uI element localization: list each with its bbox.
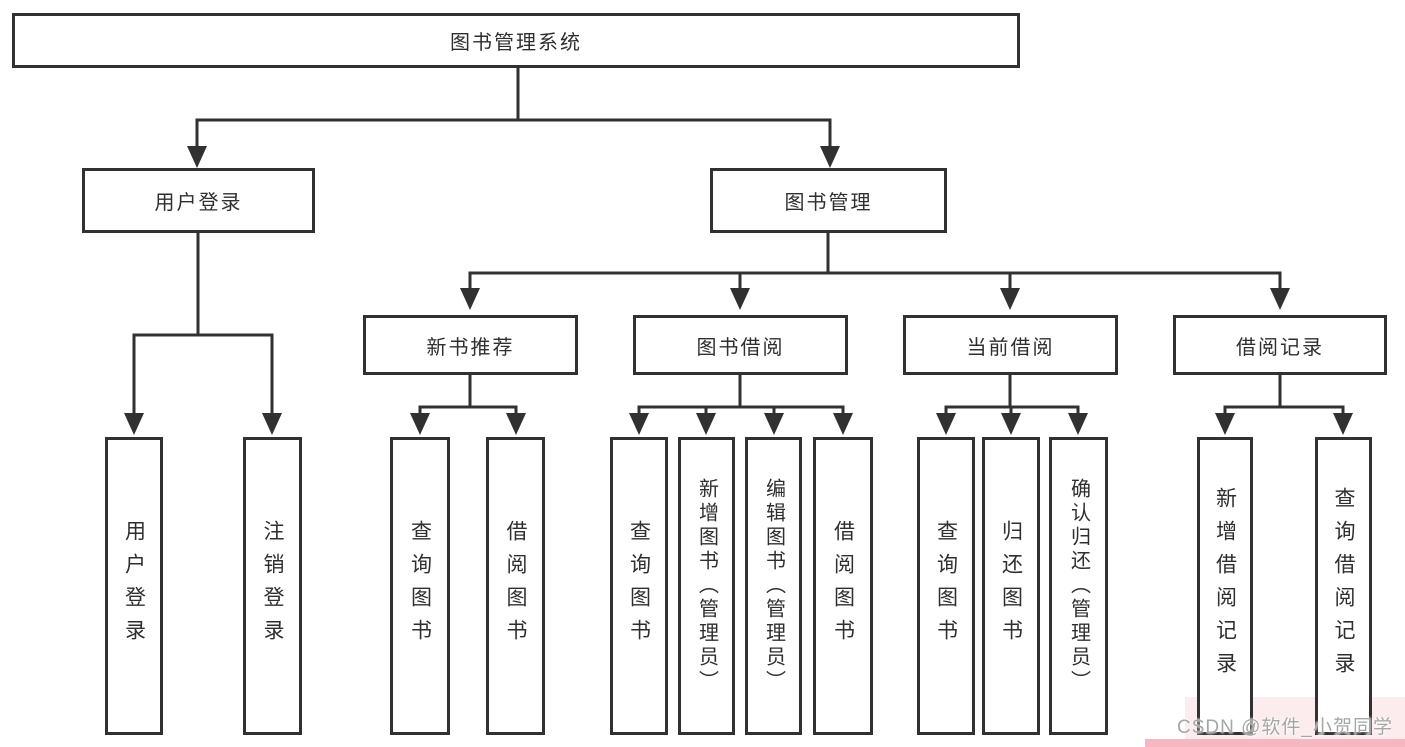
leaf-query-books-3: 查询图书 xyxy=(917,437,975,735)
leaf-query-books-1-label: 查询图书 xyxy=(408,520,432,652)
leaf-borrow-books-2-label: 借阅图书 xyxy=(831,520,855,652)
leaf-add-borrow-record: 新增借阅记录 xyxy=(1197,437,1253,735)
leaf-query-borrow-record-label: 查询借阅记录 xyxy=(1332,487,1355,685)
leaf-logout-label: 注销登录 xyxy=(261,520,284,652)
leaf-confirm-return-admin-label: 确认归还（管理员） xyxy=(1067,478,1090,694)
leaf-query-books-2: 查询图书 xyxy=(610,437,668,735)
leaf-edit-book-admin: 编辑图书（管理员） xyxy=(745,437,802,735)
leaf-logout: 注销登录 xyxy=(243,437,302,735)
watermark: CSDN @软件_小贺同学 xyxy=(1177,717,1393,738)
leaf-add-book-admin-label: 新增图书（管理员） xyxy=(695,478,718,694)
leaf-user-login: 用户登录 xyxy=(105,437,163,735)
node-new-book-recommend: 新书推荐 xyxy=(363,315,578,375)
leaf-add-book-admin: 新增图书（管理员） xyxy=(678,437,735,735)
arrowheads xyxy=(124,146,1353,435)
leaf-query-books-3-label: 查询图书 xyxy=(934,520,958,652)
leaf-user-login-label: 用户登录 xyxy=(122,520,146,652)
leaf-confirm-return-admin: 确认归还（管理员） xyxy=(1049,437,1108,735)
leaf-query-borrow-record: 查询借阅记录 xyxy=(1315,437,1372,735)
leaf-borrow-books-1: 借阅图书 xyxy=(486,437,545,735)
leaf-return-books: 归还图书 xyxy=(982,437,1040,735)
leaf-borrow-books-1-label: 借阅图书 xyxy=(504,520,527,652)
node-root: 图书管理系统 xyxy=(12,13,1020,68)
node-user-login: 用户登录 xyxy=(82,168,315,233)
watermark-pink-strip xyxy=(1145,739,1405,747)
leaf-add-borrow-record-label: 新增借阅记录 xyxy=(1213,487,1237,685)
leaf-borrow-books-2: 借阅图书 xyxy=(813,437,873,735)
leaf-query-books-1: 查询图书 xyxy=(390,437,450,735)
node-current-borrow: 当前借阅 xyxy=(903,315,1118,375)
node-borrow-records: 借阅记录 xyxy=(1173,315,1387,375)
leaf-return-books-label: 归还图书 xyxy=(999,520,1023,652)
node-book-management: 图书管理 xyxy=(710,168,947,233)
node-book-borrow: 图书借阅 xyxy=(633,315,848,375)
leaf-edit-book-admin-label: 编辑图书（管理员） xyxy=(762,478,785,694)
leaf-query-books-2-label: 查询图书 xyxy=(627,520,651,652)
